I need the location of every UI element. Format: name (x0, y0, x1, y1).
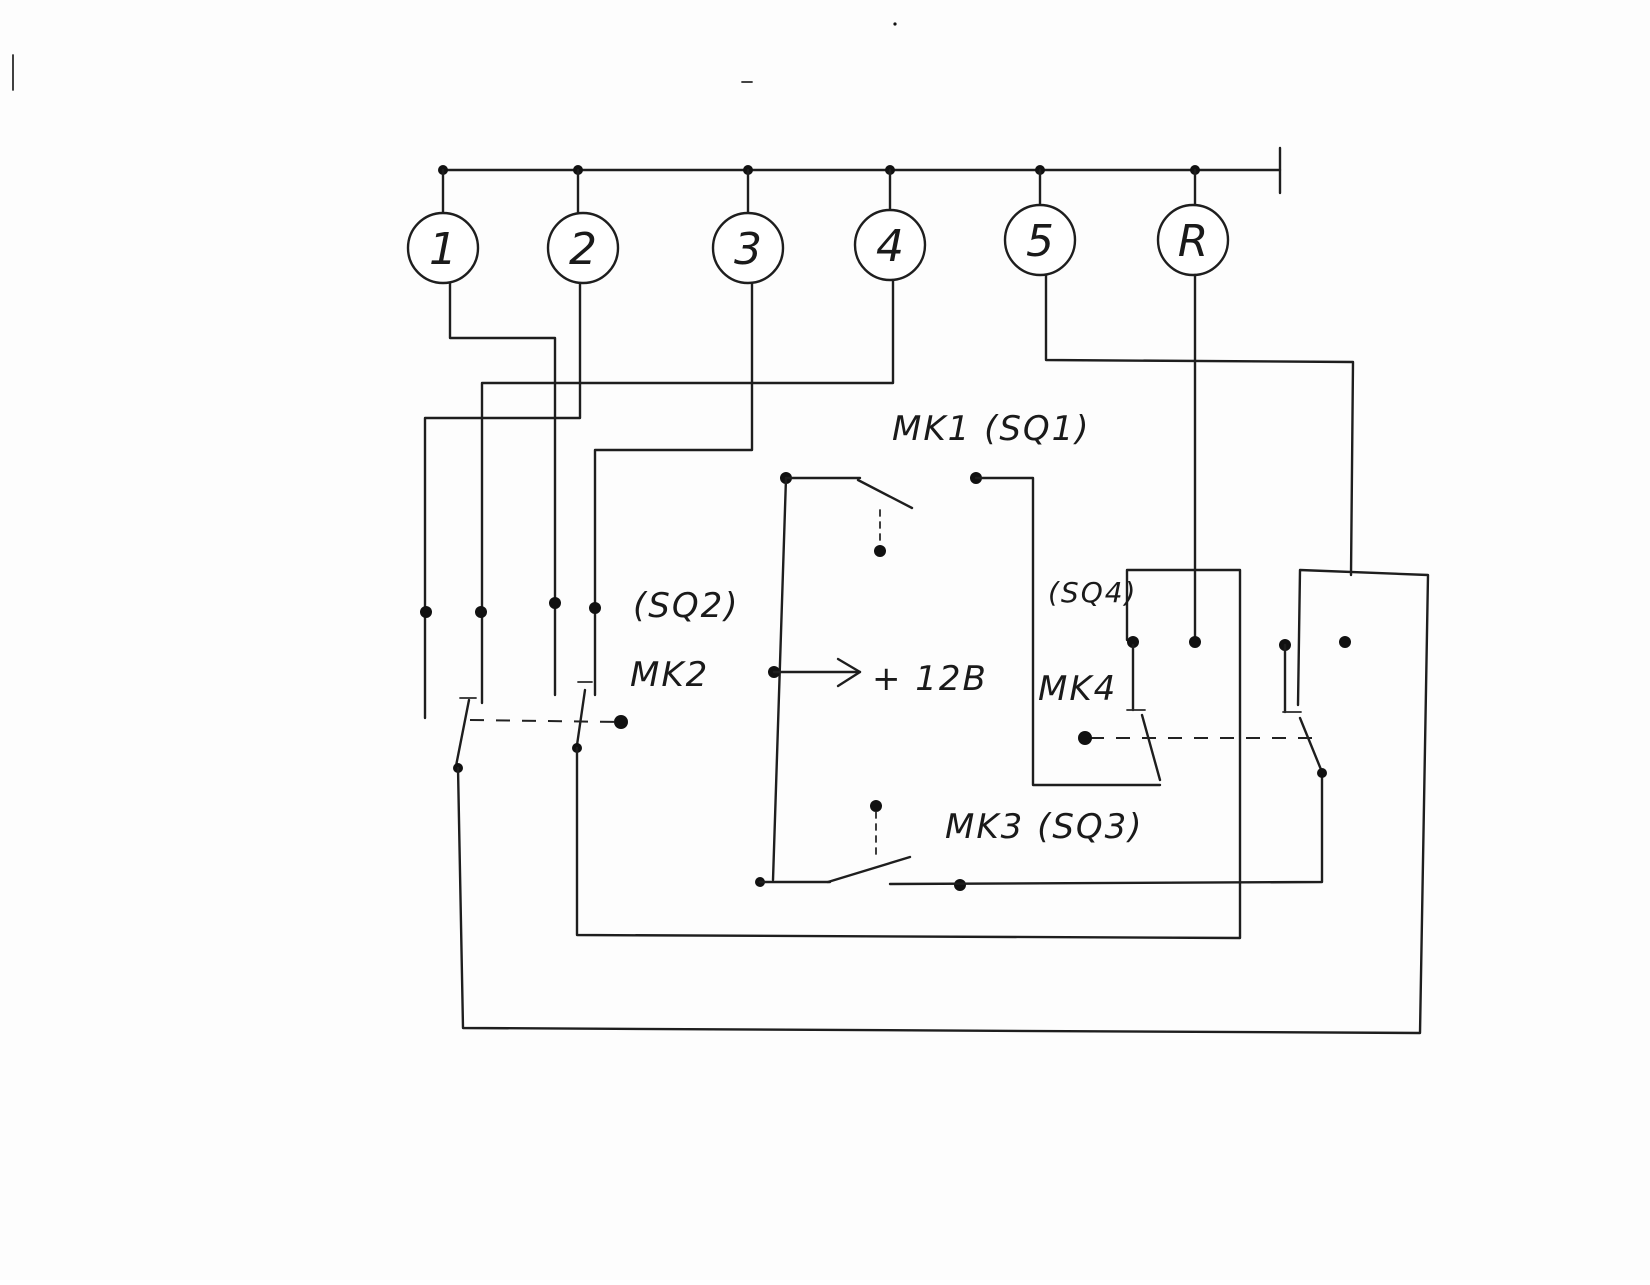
mk1-label: MK1 (SQ1) (892, 409, 1091, 449)
mk2-contact (475, 606, 487, 618)
mk3-switch (755, 773, 1324, 891)
lamp-2: 2 (546, 211, 620, 285)
lamp-label: 1 (429, 224, 457, 275)
mk2-contact (420, 606, 432, 618)
mk4-actuator (1078, 731, 1092, 745)
sq4-label: (SQ4) (1048, 576, 1137, 609)
lamp-label: R (1178, 216, 1209, 267)
mk4-contact (1189, 636, 1201, 648)
sq2-label: (SQ2) (633, 586, 740, 626)
lamp-circle (1156, 203, 1230, 277)
mk2-switch (420, 597, 628, 773)
scan-specks (12, 22, 897, 91)
lamp-label: 3 (734, 224, 762, 275)
mk2-label: MK2 (630, 655, 709, 695)
mk2-actuator (614, 715, 628, 729)
mk3-label: MK3 (SQ3) (945, 807, 1144, 847)
top-bus (438, 146, 1282, 215)
mk4-label: MK4 (1038, 669, 1117, 709)
mk4-switch (1078, 636, 1351, 782)
supply-label: + 12B (872, 659, 988, 699)
mk2-contact (589, 602, 601, 614)
lamp-label: 2 (569, 224, 597, 275)
lamp-3: 3 (711, 211, 785, 285)
lamp-circle (546, 211, 620, 285)
mk1-stop (874, 545, 886, 557)
lamp-1: 1 (406, 211, 480, 285)
supply-rail: + 12B (768, 476, 988, 882)
mk2-contact (549, 597, 561, 609)
lamp-r: R (1156, 203, 1230, 277)
lamp-leads (423, 273, 1355, 720)
lamp-label: 4 (876, 221, 904, 272)
lamp-circle (406, 211, 480, 285)
lamp-label: 5 (1026, 216, 1054, 267)
lamp-circle (1003, 203, 1077, 277)
lamp-5: 5 (1003, 203, 1077, 277)
mk4-contact (1339, 636, 1351, 648)
mk4-contact (1127, 636, 1139, 648)
lamp-4: 4 (853, 208, 927, 282)
mk3-contact (954, 879, 966, 891)
lamp-circle (853, 208, 927, 282)
mk3-stop (870, 800, 882, 812)
mk4-pivot (1317, 768, 1327, 778)
lamp-circle (711, 211, 785, 285)
